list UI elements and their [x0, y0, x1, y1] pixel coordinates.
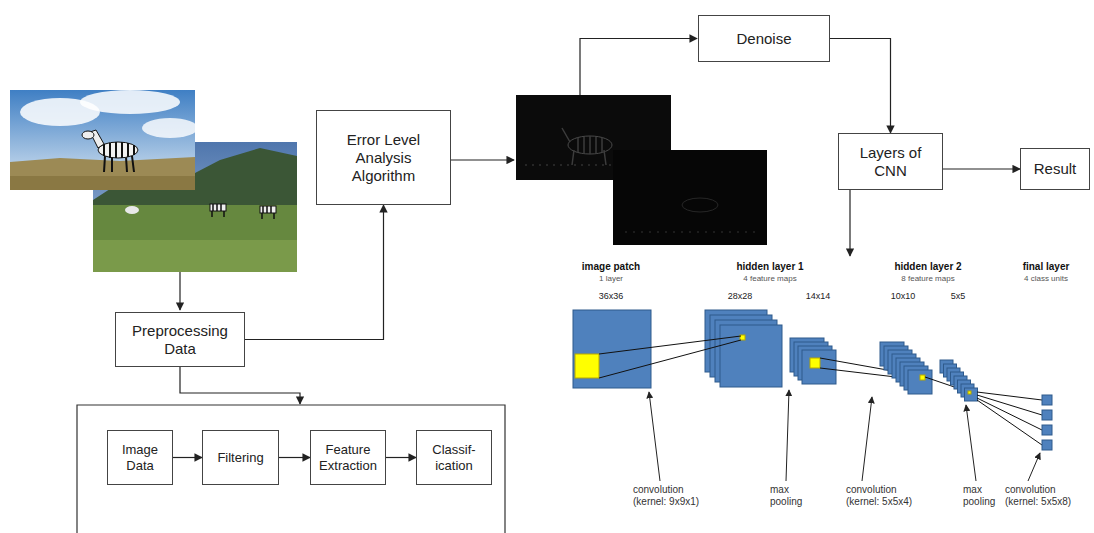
cnn-illustration-part	[908, 370, 932, 394]
cnn-illustration-part	[1042, 425, 1052, 435]
flow-arrow-part	[849, 190, 850, 256]
box-label: Error Level Analysis Algorithm	[323, 131, 444, 185]
photo-front-part	[104, 142, 134, 158]
ela-image	[516, 95, 767, 245]
leader-arrow-part	[649, 392, 660, 481]
ela-image-part	[613, 150, 767, 245]
layer-subtitle: 8 feature maps	[888, 274, 968, 283]
ela-image-part	[562, 128, 606, 165]
flow-connector	[943, 168, 1020, 169]
photo-back-part	[125, 206, 139, 214]
layer-title: final layer	[1010, 261, 1082, 273]
flow-connector	[173, 457, 202, 458]
operation-label: max pooling	[770, 484, 820, 507]
photo-front-part	[142, 118, 198, 138]
cnn-illustration-part	[1042, 440, 1052, 450]
box-label: Feature Extraction	[317, 442, 379, 473]
leader-arrow-part	[862, 397, 872, 481]
operation-label: convolution (kernel: 9x9x1)	[633, 484, 718, 507]
photo-front	[10, 90, 198, 190]
ela-image-part	[682, 198, 718, 212]
dimension-label: 28x28	[715, 291, 765, 301]
box-label: Layers of CNN	[845, 144, 936, 180]
photo-back-part	[262, 206, 274, 219]
box-label: Filtering	[217, 450, 263, 466]
flow-connector	[245, 205, 384, 340]
flow-arrow-part	[180, 367, 300, 404]
cnn-illustration-part	[810, 358, 820, 368]
photo-front-part	[10, 176, 195, 190]
leader-arrow-part	[966, 405, 976, 481]
leader-arrow	[649, 390, 1040, 481]
layer-title: image patch	[566, 261, 656, 273]
cnn-illustration-part	[920, 375, 925, 380]
dimension-label: 14x14	[793, 291, 843, 301]
cnn-illustration-part	[575, 354, 599, 378]
photo-front-part	[10, 157, 195, 190]
box-label: Denoise	[736, 30, 791, 48]
process-box: Layers of CNN	[838, 133, 943, 190]
cnn-illustration-part	[599, 336, 741, 378]
cnn-illustration-part	[977, 392, 1042, 445]
photo-back-part	[93, 205, 297, 272]
process-box: Filtering	[202, 430, 279, 485]
cnn-illustration-part	[968, 391, 971, 394]
cnn-illustration-part	[1042, 395, 1052, 405]
flow-connector	[830, 39, 891, 134]
group-bracket	[77, 405, 505, 533]
photo-back-part	[93, 240, 297, 272]
dimension-label: 36x36	[586, 291, 636, 301]
dimension-label: 5x5	[938, 291, 978, 301]
photo-front-part	[80, 90, 180, 114]
process-box: Image Data	[107, 430, 173, 485]
cnn-illustration-part	[720, 325, 782, 387]
photo-front-part	[10, 90, 195, 190]
layer-title: hidden layer 2	[883, 261, 973, 273]
dimension-label: 10x10	[878, 291, 928, 301]
flow-arrow-part	[179, 272, 180, 310]
box-label: Preprocessing Data	[122, 322, 238, 358]
photo-front-part	[82, 131, 94, 139]
flow-arrow	[180, 39, 850, 405]
cnn-illustration-part	[965, 388, 978, 401]
operation-label: convolution (kernel: 5x5x4)	[846, 484, 931, 507]
layer-subtitle: 4 feature maps	[730, 274, 810, 283]
cnn-illustration-part	[1042, 410, 1052, 420]
layer-subtitle: 1 layer	[576, 274, 646, 283]
flow-connector	[279, 457, 310, 458]
layer-title: hidden layer 1	[725, 261, 815, 273]
cnn-illustration	[573, 310, 1052, 450]
photo-back-part	[212, 204, 224, 217]
flow-arrow-part	[580, 39, 697, 96]
layer-subtitle: 4 class units	[1010, 274, 1082, 283]
flow-connector	[386, 457, 416, 458]
process-box: Preprocessing Data	[115, 312, 245, 367]
leader-arrow-part	[1028, 453, 1040, 481]
box-label: Image Data	[114, 442, 166, 473]
process-box: Error Level Analysis Algorithm	[316, 110, 451, 205]
process-box: Denoise	[698, 15, 830, 62]
group-bracket-part	[77, 405, 505, 533]
ela-image-part	[625, 231, 755, 233]
process-box: Classif- ication	[416, 430, 492, 485]
box-label: Result	[1034, 160, 1077, 178]
process-box: Result	[1020, 148, 1090, 190]
box-label: Classif- ication	[423, 442, 485, 473]
leader-arrow-part	[786, 390, 789, 481]
cnn-illustration-part	[802, 350, 836, 384]
operation-label: convolution (kernel: 5x5x8)	[1005, 484, 1087, 507]
flow-arrow-part	[451, 159, 514, 160]
process-box: Feature Extraction	[310, 430, 386, 485]
